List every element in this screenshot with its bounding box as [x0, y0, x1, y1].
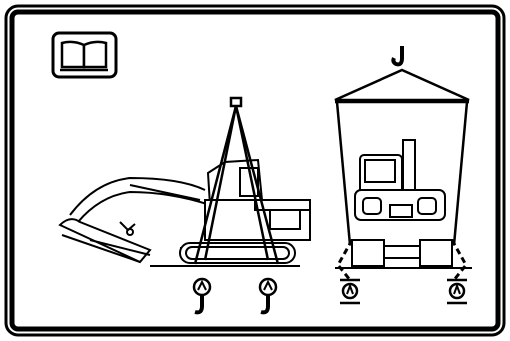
spreader-roof: [334, 68, 470, 102]
crane-hook-icon: [391, 46, 404, 67]
excavator-lifting-side-view: [58, 96, 311, 267]
spreader-cables: [335, 100, 469, 246]
excavator-arm: [58, 176, 211, 264]
lifting-sling-side: [193, 96, 280, 265]
excavator-front-body: [354, 139, 446, 221]
read-manual-book-icon: [51, 31, 118, 79]
lifting-sling-front: [336, 239, 468, 281]
excavator-track-front: [351, 239, 453, 267]
lifting-point-icon-right: [258, 277, 278, 315]
excavator-lifting-front-view: [334, 46, 472, 281]
lifting-point-icon-front-right: [447, 278, 467, 305]
lifting-point-icon-front-left: [340, 278, 360, 305]
lifting-point-icon-left: [192, 277, 212, 315]
